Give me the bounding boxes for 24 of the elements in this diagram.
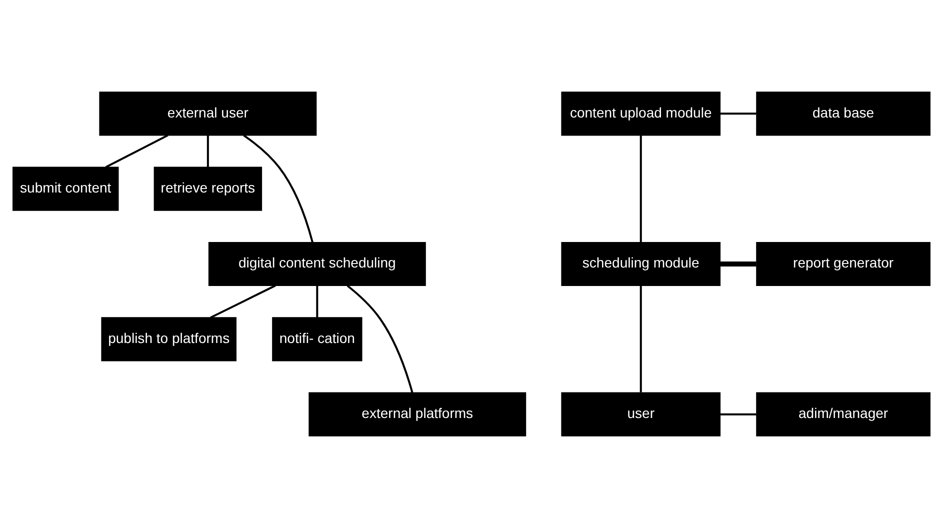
connector <box>639 285 642 392</box>
connector <box>720 112 756 114</box>
connector <box>346 284 413 392</box>
node-box: external user <box>98 91 316 136</box>
node-box: scheduling module <box>560 241 720 286</box>
connector <box>316 285 318 318</box>
connector <box>206 134 208 167</box>
connector <box>242 134 313 242</box>
node-box: report generator <box>756 241 930 286</box>
connector <box>720 261 756 266</box>
connector <box>104 134 168 168</box>
node-box: notifi- cation <box>272 316 362 361</box>
node-box: adim/manager <box>756 392 930 436</box>
connector <box>720 412 756 415</box>
node-box: publish to platforms <box>100 316 236 361</box>
node-box: user <box>560 392 720 436</box>
node-box: external platforms <box>308 392 526 436</box>
node-box: digital content scheduling <box>208 241 426 286</box>
node-box: data base <box>756 91 930 136</box>
node-box: content upload module <box>560 91 720 136</box>
connector <box>639 134 642 242</box>
node-box: submit content <box>12 166 118 210</box>
connector <box>210 284 276 318</box>
node-box: retrieve reports <box>153 166 262 210</box>
